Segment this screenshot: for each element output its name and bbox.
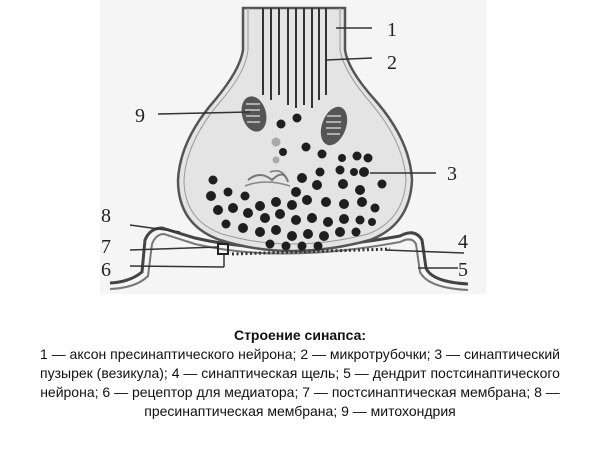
presynaptic-terminal xyxy=(176,6,414,253)
label-2: 2 xyxy=(387,52,397,74)
label-5: 5 xyxy=(458,259,468,281)
leader-lines xyxy=(129,27,465,269)
mitochondrion-left xyxy=(241,96,267,132)
label-3: 3 xyxy=(447,163,457,185)
synapse-illustration: 1 2 3 4 5 6 7 8 9 xyxy=(101,6,469,291)
figure-caption: Строение синапса: 1 — аксон пресинаптиче… xyxy=(0,326,600,421)
synaptic-cleft-line xyxy=(231,247,391,256)
faint-vesicles xyxy=(271,137,281,164)
label-7: 7 xyxy=(101,236,111,258)
golgi-structure xyxy=(244,170,291,187)
label-4: 4 xyxy=(458,231,468,253)
label-8: 8 xyxy=(101,205,111,227)
label-1: 1 xyxy=(387,19,397,41)
synaptic-vesicles xyxy=(206,113,387,251)
caption-title: Строение синапса: xyxy=(233,327,367,343)
label-6: 6 xyxy=(101,259,111,281)
microtubules xyxy=(262,8,327,108)
receptor xyxy=(217,243,229,255)
synapse-diagram: 1 2 3 4 5 6 7 8 9 xyxy=(100,0,486,294)
mitochondrion-right xyxy=(320,106,348,146)
caption-body: 1 — аксон пресинаптического нейрона; 2 —… xyxy=(39,346,560,419)
label-9: 9 xyxy=(135,105,145,127)
